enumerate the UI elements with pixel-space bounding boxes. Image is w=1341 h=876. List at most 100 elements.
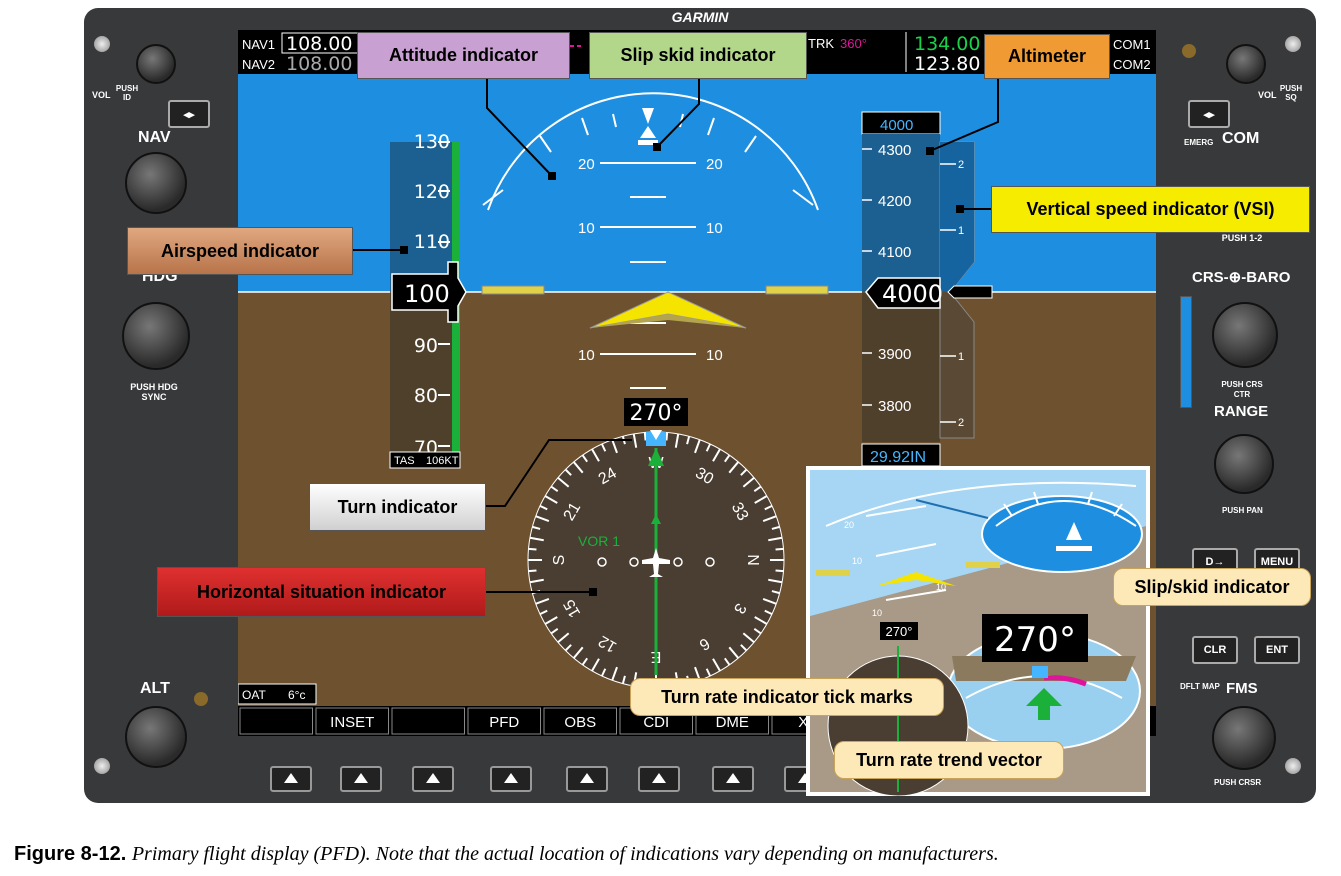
slip-skid-bar: [638, 140, 658, 145]
softkey-labels: INSETPFDOBSCDIDMEXP: [239, 707, 845, 735]
vsi-tick-label: 1: [958, 225, 964, 237]
softkey-button[interactable]: [412, 766, 454, 792]
alt-knob[interactable]: [125, 706, 187, 768]
compass-tick: [728, 461, 740, 474]
compass-tick: [621, 675, 626, 684]
compass-tick: [528, 569, 537, 573]
nav-knob[interactable]: [125, 152, 187, 214]
compass-tick: [771, 590, 780, 595]
tas-value: 106KT: [426, 455, 459, 467]
screw-icon: [1285, 36, 1301, 52]
softkey-button[interactable]: [340, 766, 382, 792]
trk-label: TRK: [808, 36, 834, 51]
compass-tick: [532, 525, 541, 530]
pitch-label: 10: [706, 220, 723, 237]
course-pointer-arrow: [648, 448, 664, 466]
screw-icon: [94, 36, 110, 52]
compass-tick: [632, 433, 638, 448]
aircraft-symbol-shadow: [590, 314, 746, 328]
vsi-tick-label: 2: [958, 159, 964, 171]
altitude-tape-upper: [862, 134, 940, 292]
vsi-labels: 2 1 1 2: [958, 159, 964, 429]
vol-label: VOL: [1258, 90, 1277, 100]
compass-tick: [740, 468, 748, 476]
inset-heading-small: 270°: [886, 624, 913, 639]
compass-tick: [712, 448, 721, 462]
push-id-label: PUSH ID: [115, 84, 139, 102]
oat-value: 6°c: [288, 688, 305, 702]
compass-tick: [742, 476, 755, 488]
nav-label: NAV: [138, 129, 171, 146]
softkey-button[interactable]: [490, 766, 532, 792]
inset-pitch-label: 10: [852, 556, 862, 566]
callout-vsi: Vertical speed indicator (VSI): [991, 186, 1310, 233]
softkey-frame: [467, 707, 541, 735]
range-knob[interactable]: [1214, 434, 1274, 494]
compass-label: N: [744, 554, 761, 566]
softkey-button[interactable]: [712, 766, 754, 792]
ent-button[interactable]: ENT: [1254, 636, 1300, 664]
softkey-button[interactable]: [638, 766, 680, 792]
softkey-button[interactable]: [270, 766, 312, 792]
fms-knob[interactable]: [1212, 706, 1276, 770]
callout-turn-indicator: Turn indicator: [309, 483, 486, 531]
cdi-dots: [597, 557, 715, 567]
altitude-readout-box: [865, 277, 941, 309]
compass-tick: [557, 632, 570, 644]
pitch-labels: 20 20 10 10 10 10: [578, 156, 723, 364]
nav-vol-knob[interactable]: [136, 44, 176, 84]
com-swap-button[interactable]: ◂▸: [1188, 100, 1230, 128]
nav1-label: NAV1: [242, 37, 275, 52]
pitch-ladder: [600, 162, 696, 389]
push-sq-label: PUSH SQ: [1279, 84, 1303, 102]
compass-tick: [712, 658, 721, 672]
roll-pointer: [642, 108, 654, 124]
push-hdg-sync-label: PUSH HDG SYNC: [130, 382, 178, 402]
compass-tick: [768, 578, 783, 584]
pitch-label: 10: [706, 347, 723, 364]
compass-tick: [529, 536, 544, 542]
airspeed-tick-label: 110: [414, 231, 450, 253]
softkey-frame: [391, 707, 465, 735]
nav-swap-button[interactable]: ◂▸: [168, 100, 210, 128]
softkey-frame: [315, 707, 389, 735]
callout-slip-skid-detail: Slip/skid indicator: [1113, 568, 1311, 606]
callout-hsi: Horizontal situation indicator: [157, 567, 486, 617]
compass-tick: [665, 432, 669, 441]
com1-freq: 134.00: [914, 33, 980, 55]
compass-tick: [771, 525, 780, 530]
clr-button[interactable]: CLR: [1192, 636, 1238, 664]
trk-value: 360°: [840, 36, 867, 51]
compass-tick: [740, 644, 748, 652]
com1-label: COM1: [1113, 37, 1151, 52]
crs-baro-knob[interactable]: [1212, 302, 1278, 368]
softkey-frame: [543, 707, 617, 735]
altitude-tick-label: 4200: [878, 193, 911, 210]
inset-detail: 20 10 10 10 270° 270°: [810, 470, 1146, 797]
push-crsr-label: PUSH CRSR: [1214, 778, 1262, 787]
airspeed-readout-box: [391, 261, 467, 323]
altitude-tick-label: 3900: [878, 346, 911, 363]
compass-tick: [762, 515, 777, 522]
com-label: COM: [1222, 130, 1260, 147]
softkey-label: OBS: [564, 714, 596, 731]
compass-tick: [753, 628, 762, 635]
callout-turn-rate-ticks: Turn rate indicator tick marks: [630, 678, 944, 716]
com2-freq: 123.80: [914, 53, 980, 75]
nav1-freq: 108.00: [286, 33, 352, 55]
hdg-knob[interactable]: [122, 302, 190, 370]
compass-tick: [728, 646, 740, 659]
compass-tick: [764, 504, 773, 511]
compass-tick: [742, 632, 755, 644]
com-vol-knob[interactable]: [1226, 44, 1266, 84]
softkey-button[interactable]: [566, 766, 608, 792]
slip-skid-pointer: [640, 126, 656, 138]
altitude-tick-label: 3800: [878, 398, 911, 415]
heading-readout-box: [624, 398, 688, 426]
emerg-label: EMERG: [1184, 138, 1214, 147]
airspeed-tick-label: 130: [414, 131, 450, 153]
airspeed-tick-label: 80: [414, 385, 438, 407]
compass-tick: [643, 432, 647, 441]
swap-arrows-icon: ◂▸: [1203, 108, 1215, 121]
tas-box: [389, 451, 461, 469]
